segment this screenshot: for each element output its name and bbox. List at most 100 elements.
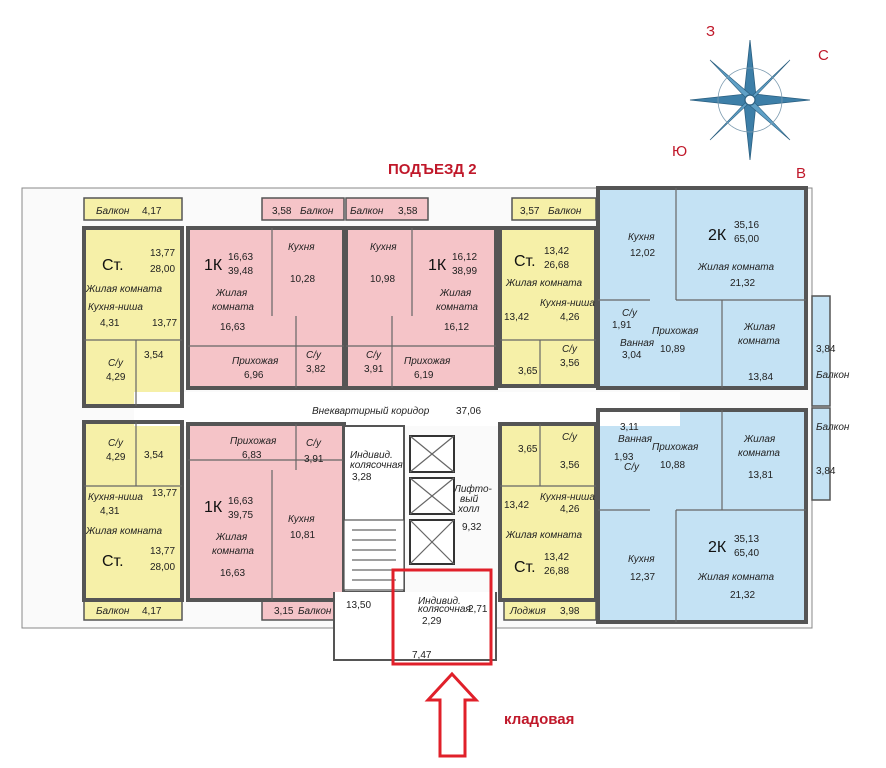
core-lift-label2: вый xyxy=(460,494,479,505)
st-br-total: 26,88 xyxy=(544,566,569,577)
core-wc1-label2: колясочная xyxy=(350,460,403,471)
core-lift-label1: Лифто- xyxy=(453,483,493,495)
k1-bl-room: 16,63 xyxy=(220,568,245,579)
st-br-niche: 4,26 xyxy=(560,504,580,515)
apartment-1k-top-right xyxy=(346,228,496,388)
k1-bl-living: 16,63 xyxy=(228,496,253,507)
compass-rose-icon xyxy=(689,39,811,161)
core-wc1-area: 3,28 xyxy=(352,472,372,483)
k2-bot-wc: 1,93 xyxy=(614,452,634,463)
corridor xyxy=(134,392,680,426)
st-tr-balcony: 3,57 xyxy=(520,206,540,217)
k2-bot-balcony-label: Балкон xyxy=(816,422,850,433)
k2-bot-bath: 3,11 xyxy=(620,422,639,433)
st-tl-balcony: 4,17 xyxy=(142,206,162,217)
st-tr-living: 13,42 xyxy=(544,246,569,257)
k1-bl-kitchen-label: Кухня xyxy=(288,514,315,525)
storage-highlight-frame xyxy=(391,568,493,666)
k1-bl-bath-label: С/у xyxy=(306,438,322,449)
core-s271: 2,71 xyxy=(468,604,488,615)
k1-tr-bath-label: С/у xyxy=(366,350,382,361)
st-bl-balcony-label: Балкон xyxy=(96,606,130,617)
k2-top-hall: 10,89 xyxy=(660,344,685,355)
k1-tl-type: 1К xyxy=(204,257,223,274)
k1-tl-kitchen: 10,28 xyxy=(290,274,315,285)
k1-bl-room-label2: комната xyxy=(212,546,254,557)
k2-bot-total: 65,40 xyxy=(734,548,759,559)
st-bl-total: 28,00 xyxy=(150,562,175,573)
apartment-2k-bottom xyxy=(598,410,806,622)
k1-bl-balcony: 3,15 xyxy=(274,606,294,617)
st-bl-bath: 4,29 xyxy=(106,452,126,463)
k1-bl-balcony-label: Балкон xyxy=(298,606,332,617)
k1-tl-balcony: 3,58 xyxy=(272,206,292,217)
apartment-studio-bottom-left xyxy=(84,422,182,600)
k1-tr-type: 1К xyxy=(428,257,447,274)
storage-label: кладовая xyxy=(504,711,574,728)
compass-label-e: С xyxy=(818,47,829,64)
k2-top-kitchen: 12,02 xyxy=(630,248,655,259)
k2-bot-type: 2К xyxy=(708,539,727,556)
k1-tl-living: 16,63 xyxy=(228,252,253,263)
k1-tl-bath: 3,82 xyxy=(306,364,326,375)
k2-bot-bath-label: Ванная xyxy=(618,434,653,445)
core-wc2-label2: колясочная xyxy=(418,604,471,615)
k2-bot-living: 35,13 xyxy=(734,534,759,545)
k1-tr-kitchen-label: Кухня xyxy=(370,242,397,253)
k2-top-balcony: 3,84 xyxy=(816,344,836,355)
k2-bot-kitchen: 12,37 xyxy=(630,572,655,583)
st-bl-niche: 4,31 xyxy=(100,506,120,517)
k2-top-room2: 13,84 xyxy=(748,372,773,383)
core-wc2-label1: Индивид. xyxy=(418,596,461,607)
arrow-up-icon xyxy=(424,671,480,758)
st-tr-room-label: Жилая комната xyxy=(505,278,582,289)
st-br-bath: 3,56 xyxy=(560,460,580,471)
core-s747: 7,47 xyxy=(412,650,432,661)
st-tr-niche-label: Кухня-ниша xyxy=(540,298,595,309)
st-tr-total: 26,68 xyxy=(544,260,569,271)
st-bl-type: Ст. xyxy=(102,553,124,570)
k2-bot-kitchen-label: Кухня xyxy=(628,554,655,565)
compass-label-s: В xyxy=(796,165,806,182)
st-br-living: 13,42 xyxy=(544,552,569,563)
st-tl-type: Ст. xyxy=(102,257,124,274)
apartment-studio-top-left xyxy=(84,228,182,406)
k1-tl-hall: 6,96 xyxy=(244,370,264,381)
st-bl-room: 13,77 xyxy=(152,488,177,499)
k1-tl-total: 39,48 xyxy=(228,266,253,277)
k1-bl-hall: 6,83 xyxy=(242,450,262,461)
k1-tr-room: 16,12 xyxy=(444,322,469,333)
k1-tr-total: 38,99 xyxy=(452,266,477,277)
k2-top-balcony-label: Балкон xyxy=(816,370,850,381)
st-tl-bath-label: С/у xyxy=(108,358,124,369)
st-tl-bath: 4,29 xyxy=(106,372,126,383)
k2-top-hall-label: Прихожая xyxy=(652,326,699,337)
apartment-1k-bottom-left xyxy=(188,424,344,600)
k2-top-room: 21,32 xyxy=(730,278,755,289)
st-br-hall: 3,65 xyxy=(518,444,538,455)
k1-bl-total: 39,75 xyxy=(228,510,253,521)
k1-tr-room-label2: комната xyxy=(436,302,478,313)
st-br-type: Ст. xyxy=(514,559,536,576)
k2-bot-hall: 10,88 xyxy=(660,460,685,471)
k1-tr-living: 16,12 xyxy=(452,252,477,263)
compass-label-w: Ю xyxy=(672,143,687,160)
k1-tl-room-label1: Жилая xyxy=(215,288,248,299)
compass-label-n: З xyxy=(706,23,715,40)
k1-tl-room: 16,63 xyxy=(220,322,245,333)
k1-tr-bath: 3,91 xyxy=(364,364,384,375)
k2-top-living: 35,16 xyxy=(734,220,759,231)
apartment-studio-top-right xyxy=(500,228,596,386)
st-tr-niche: 4,26 xyxy=(560,312,580,323)
st-tl-total: 28,00 xyxy=(150,264,175,275)
core-wc1-label1: Индивид. xyxy=(350,450,393,461)
k1-tr-hall: 6,19 xyxy=(414,370,434,381)
k1-tr-hall-label: Прихожая xyxy=(404,356,451,367)
lift-hall-area: 9,32 xyxy=(462,522,482,533)
k1-tr-balcony-label: Балкон xyxy=(350,206,384,217)
k2-bot-room2-label1: Жилая xyxy=(743,434,776,445)
k1-tl-kitchen-label: Кухня xyxy=(288,242,315,253)
st-tl-hall: 3,54 xyxy=(144,350,164,361)
k2-bot-wc-label: С/у xyxy=(624,462,640,473)
